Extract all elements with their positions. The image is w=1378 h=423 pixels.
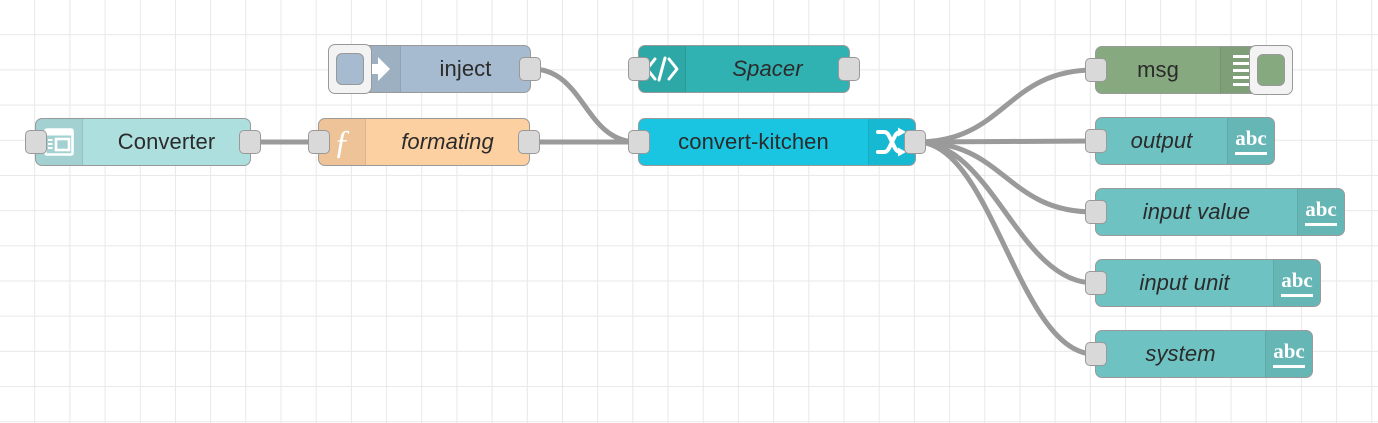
node-label: output <box>1130 128 1193 153</box>
node-action-button[interactable] <box>328 44 372 94</box>
node-system-debug[interactable]: system abc <box>1085 330 1313 378</box>
node-input-value-debug[interactable]: input value abc <box>1085 188 1345 236</box>
node-body: output abc <box>1096 118 1274 164</box>
wire-convert-to-input-value[interactable] <box>914 139 1097 215</box>
node-body: input unit abc <box>1096 260 1320 306</box>
wire-convert-to-output[interactable] <box>914 138 1097 145</box>
input-port[interactable] <box>1085 58 1107 82</box>
wire-convert-to-input-unit[interactable] <box>914 139 1097 286</box>
node-input-unit-debug[interactable]: input unit abc <box>1085 259 1321 307</box>
node-msg-debug[interactable]: msg <box>1085 45 1293 95</box>
node-body: system abc <box>1096 331 1312 377</box>
input-port[interactable] <box>1085 129 1107 153</box>
node-convert-kitchen[interactable]: convert-kitchen <box>628 118 926 166</box>
node-body: msg <box>1096 47 1267 93</box>
node-converter[interactable]: Converter <box>25 118 261 166</box>
abc-icon: abc <box>1227 118 1274 164</box>
node-formating[interactable]: ƒ formating <box>308 118 540 166</box>
node-label: convert-kitchen <box>678 129 829 154</box>
input-port[interactable] <box>628 57 650 81</box>
abc-icon: abc <box>1265 331 1312 377</box>
node-body: inject <box>354 46 530 92</box>
input-port[interactable] <box>308 130 330 154</box>
output-port[interactable] <box>239 130 261 154</box>
node-inject[interactable]: inject <box>328 44 541 94</box>
node-label: formating <box>401 129 494 154</box>
wire-convert-to-msg[interactable] <box>914 67 1097 145</box>
node-label: Converter <box>117 129 216 154</box>
abc-icon: abc <box>1273 260 1320 306</box>
node-body: input value abc <box>1096 189 1344 235</box>
input-port[interactable] <box>1085 200 1107 224</box>
svg-text:ƒ: ƒ <box>334 125 351 159</box>
output-port[interactable] <box>519 57 541 81</box>
node-body: Spacer <box>639 46 849 92</box>
node-label: inject <box>439 56 492 81</box>
node-action-button-face <box>1257 54 1285 86</box>
shuffle-arrows-icon <box>868 119 915 165</box>
node-spacer[interactable]: Spacer <box>628 45 860 93</box>
node-label: system <box>1145 341 1216 366</box>
input-port[interactable] <box>1085 271 1107 295</box>
node-label: input value <box>1142 199 1251 224</box>
node-label: Spacer <box>732 56 803 81</box>
input-port[interactable] <box>25 130 47 154</box>
node-output-debug[interactable]: output abc <box>1085 117 1275 165</box>
output-port[interactable] <box>904 130 926 154</box>
node-body: ƒ formating <box>319 119 529 165</box>
output-port[interactable] <box>518 130 540 154</box>
node-body: convert-kitchen <box>639 119 915 165</box>
node-action-button[interactable] <box>1249 45 1293 95</box>
abc-icon: abc <box>1297 189 1344 235</box>
wire-inject-to-convert-kitchen[interactable] <box>529 66 640 145</box>
node-label: input unit <box>1139 270 1230 295</box>
input-port[interactable] <box>1085 342 1107 366</box>
input-port[interactable] <box>628 130 650 154</box>
wire-convert-to-system[interactable] <box>914 139 1097 357</box>
output-port[interactable] <box>838 57 860 81</box>
node-body: Converter <box>36 119 250 165</box>
node-label: msg <box>1137 57 1179 82</box>
node-action-button-face <box>336 53 364 85</box>
